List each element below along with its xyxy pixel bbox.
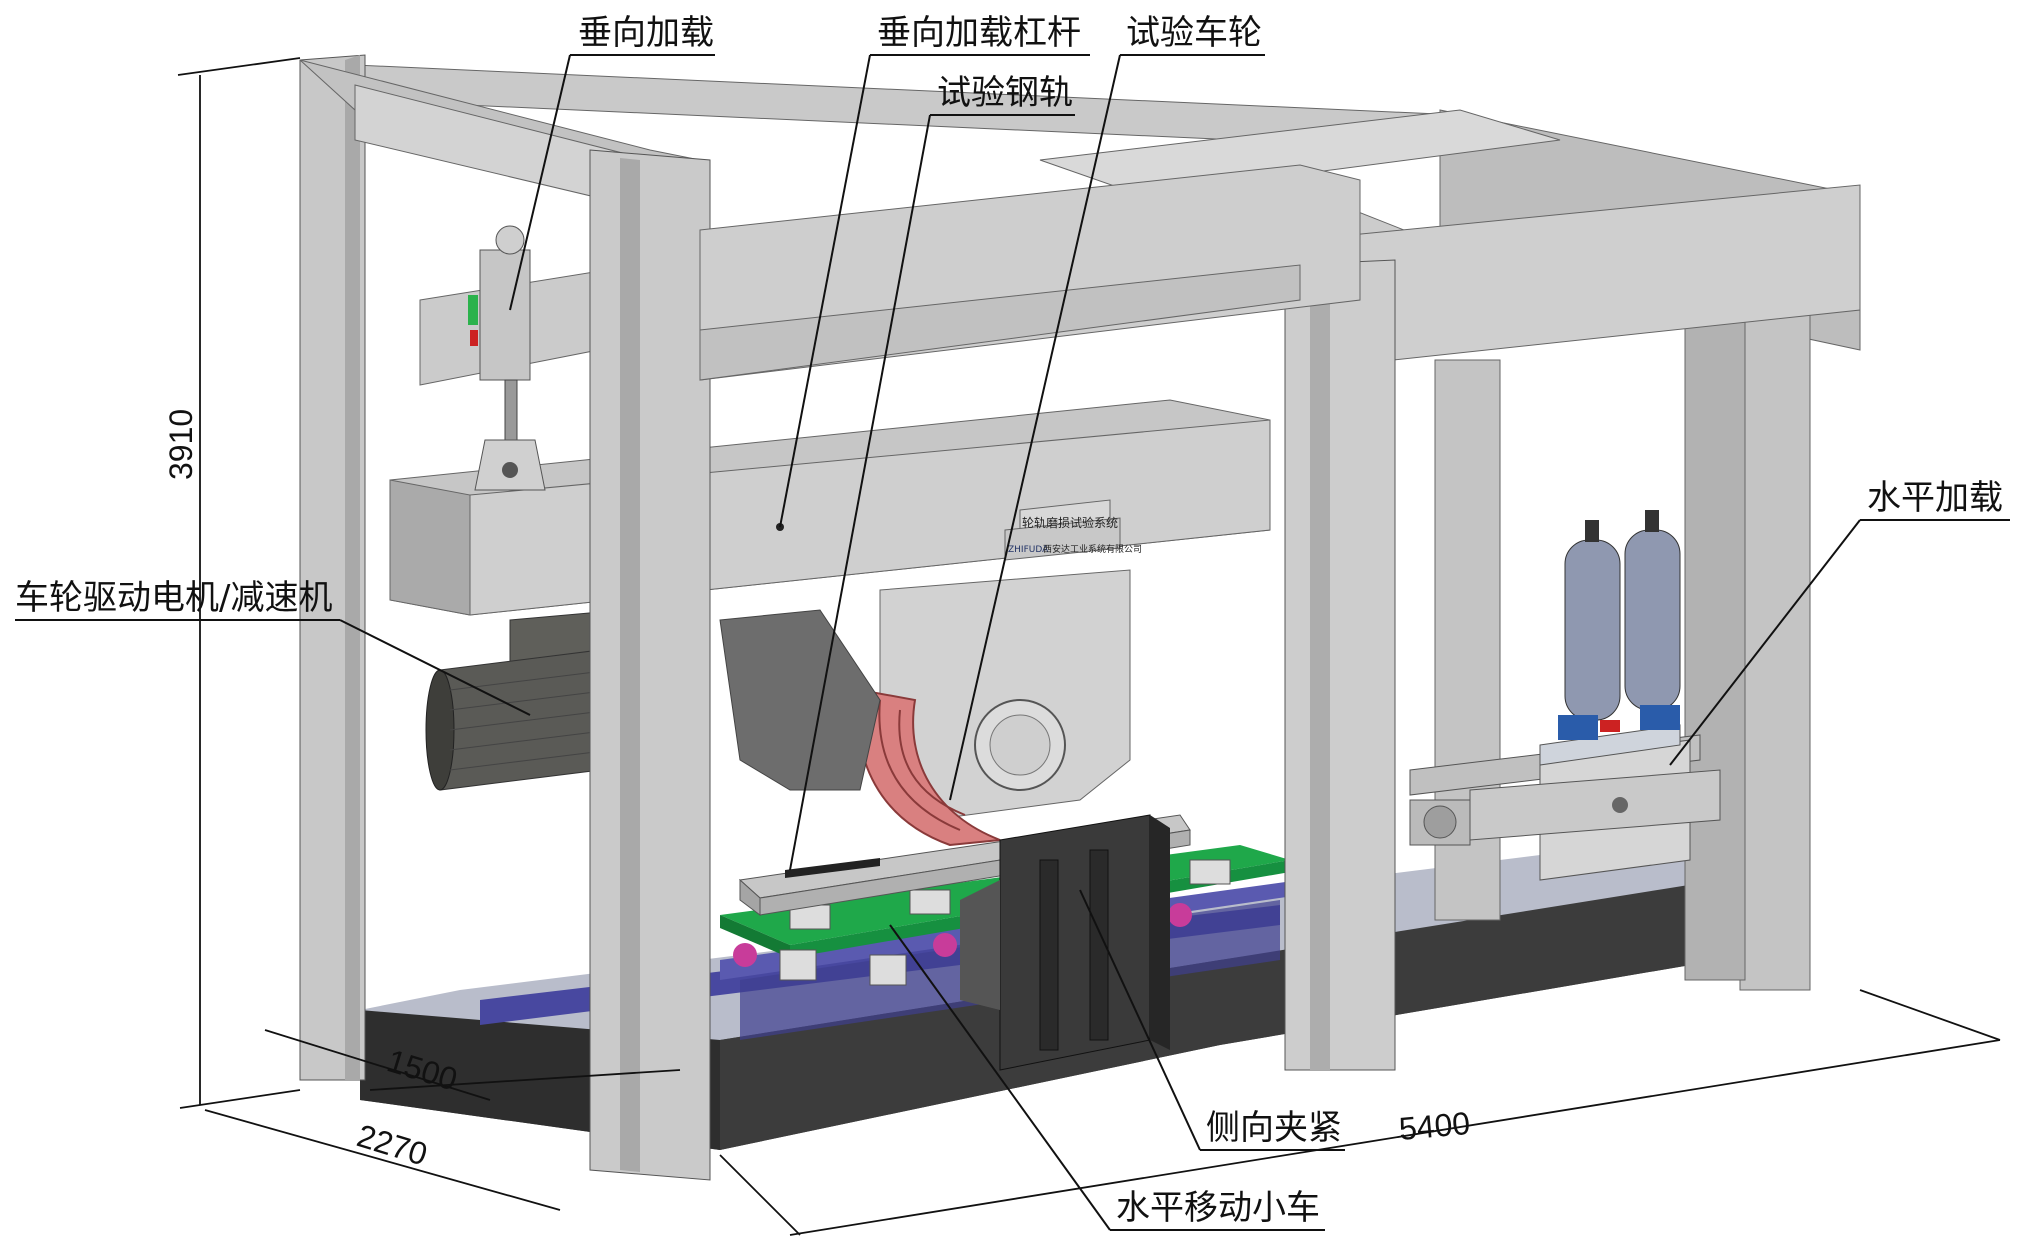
label-motor-reducer: 车轮驱动电机/减速机	[15, 578, 332, 618]
label-test-rail: 试验钢轨	[937, 73, 1073, 113]
dim-height: 3910	[163, 409, 199, 480]
vertical-loading-actuator	[468, 225, 546, 491]
label-horizontal-loading: 水平加载	[1867, 478, 2003, 518]
nameplate-title: 轮轨磨损试验系统	[1022, 515, 1118, 530]
hydraulic-accumulators	[1558, 510, 1681, 740]
wheel-housing	[879, 569, 1131, 821]
frame-front	[299, 54, 1396, 1181]
wheel-drive-motor-reducer	[425, 611, 601, 791]
lateral-clamp	[960, 814, 1170, 1071]
leader-lines	[15, 54, 2010, 1231]
nameplate-maker: 西安达工业系统有限公司	[1043, 543, 1142, 555]
nameplate: 轮轨磨损试验系统 ZHIFUDA 西安达工业系统有限公司	[1004, 499, 1142, 561]
label-horizontal-cart: 水平移动小车	[1116, 1188, 1320, 1228]
dim-length: 5400	[1397, 1105, 1471, 1147]
label-lateral-clamp: 侧向夹紧	[1206, 1108, 1342, 1148]
vertical-loading-lever	[389, 399, 1271, 616]
nameplate-logo: ZHIFUDA	[1008, 545, 1049, 555]
dimension-lines	[177, 57, 2001, 1236]
wheel-drive-shaft	[719, 609, 881, 791]
label-vertical-lever: 垂向加载杠杆	[877, 13, 1081, 53]
horizontal-loading-unit	[1409, 510, 1721, 881]
label-vertical-loading: 垂向加载	[578, 13, 714, 53]
label-test-wheel: 试验车轮	[1126, 13, 1262, 53]
dim-depth: 2270	[353, 1117, 432, 1172]
